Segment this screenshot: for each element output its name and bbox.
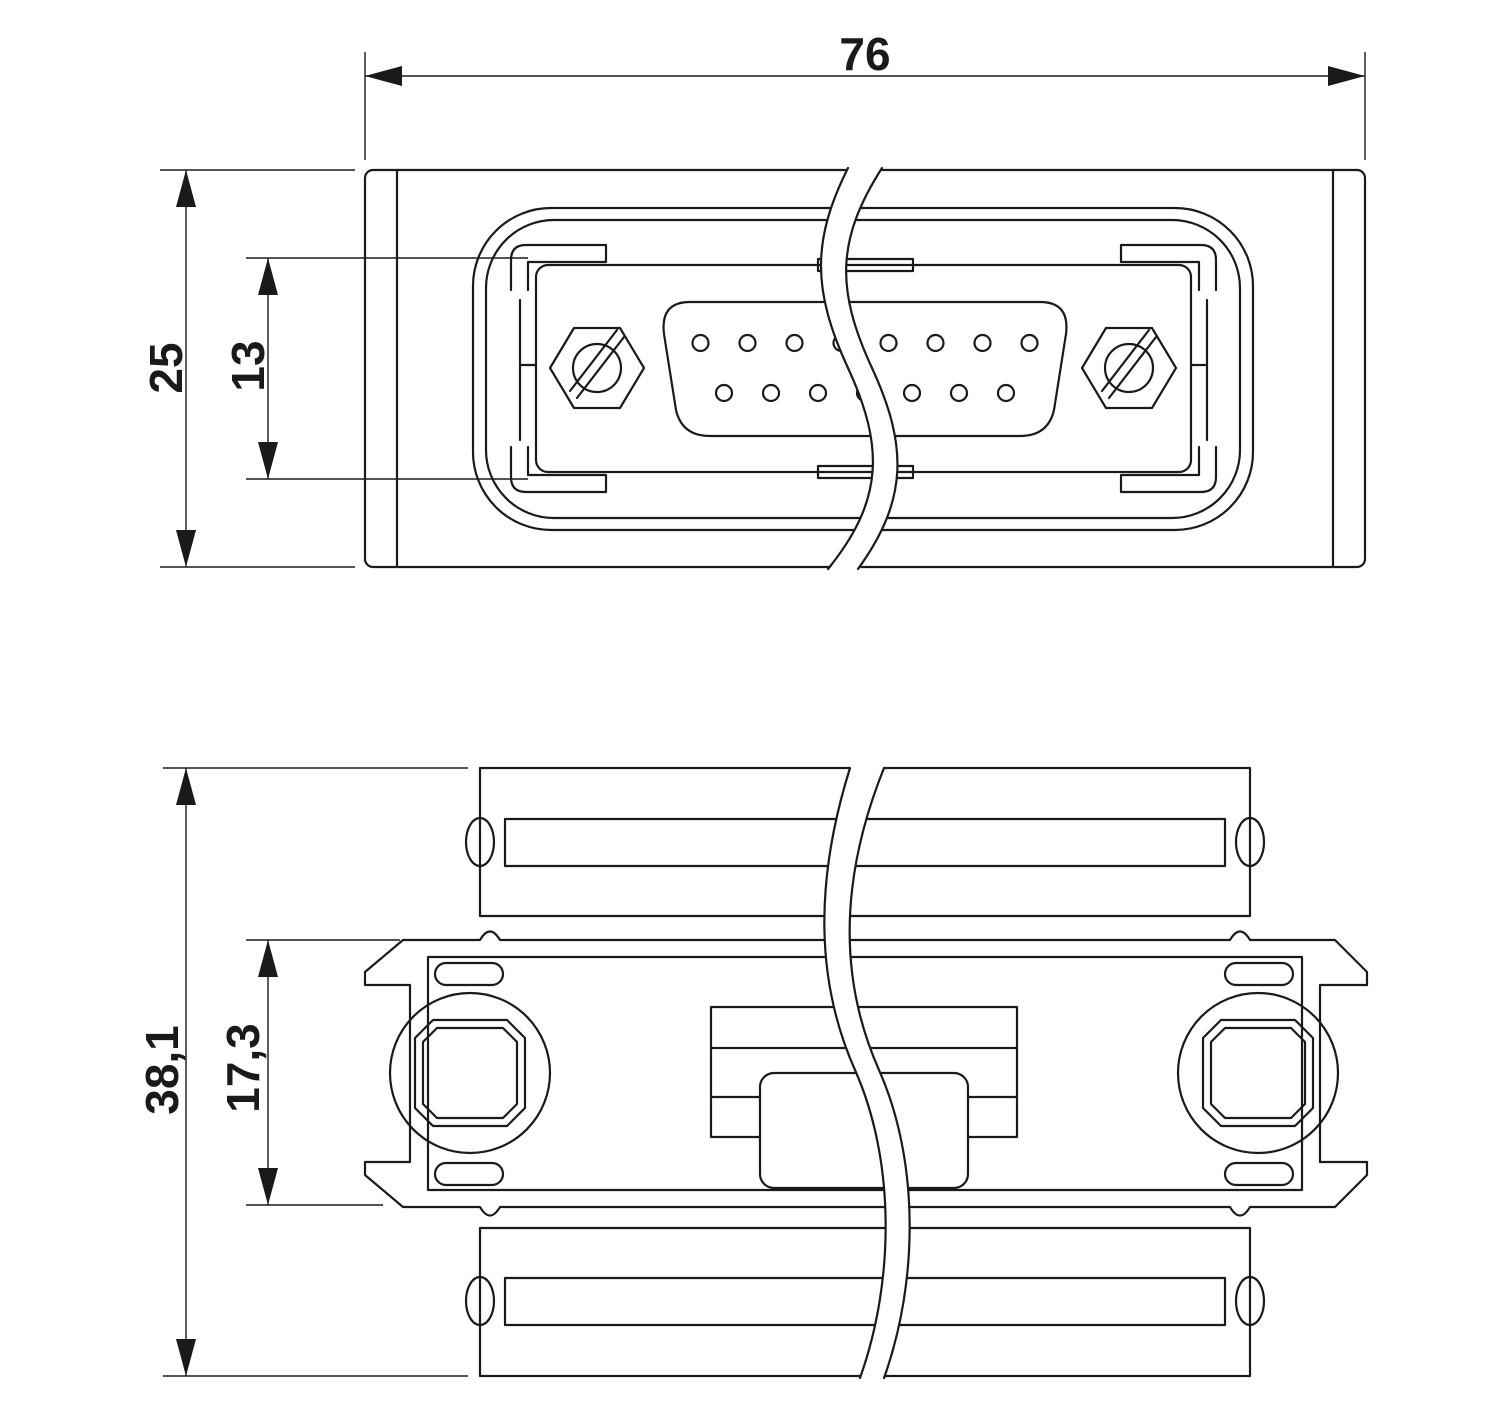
boss-right	[1176, 991, 1340, 1155]
nut-right-inner	[1209, 1026, 1307, 1120]
hex-nut	[1080, 326, 1178, 410]
pin	[691, 333, 710, 353]
bracket-bottom-right	[1119, 445, 1218, 494]
screw-slot-2	[1100, 328, 1151, 393]
break-line-side-2	[848, 766, 911, 1380]
nut-left-outer	[413, 1018, 527, 1128]
pin	[738, 333, 757, 353]
shell-tab-bottom	[816, 464, 915, 480]
slot-top-right	[1223, 961, 1295, 987]
dimension-label-side-inner-height: 17,3	[217, 1023, 269, 1113]
break-line-front-1	[820, 166, 875, 571]
bottom-roller	[503, 1276, 1227, 1327]
arrowhead-bottom	[258, 1168, 278, 1205]
screw-slot-2	[568, 328, 619, 393]
nut-left-inner	[421, 1026, 519, 1120]
hex-screw-left	[548, 326, 646, 410]
bracket-top-right	[1119, 243, 1218, 292]
plate-inner-frame	[426, 955, 1304, 1192]
screw-slot-1	[1107, 335, 1158, 400]
arrowhead-top	[258, 940, 278, 977]
pin	[714, 383, 734, 403]
arrowhead-bottom	[176, 530, 196, 567]
slot-bottom-right	[1223, 1161, 1295, 1187]
arrowhead-right	[1328, 66, 1365, 86]
nut-right-outer	[1201, 1018, 1315, 1128]
pin	[949, 383, 969, 403]
hex-nut	[548, 326, 646, 410]
bottom-roller-cap-right	[1234, 1275, 1266, 1327]
arrowhead-bottom	[258, 442, 278, 479]
pin	[761, 383, 781, 403]
pin	[1020, 333, 1039, 353]
top-roller-cap-left	[464, 816, 496, 868]
d-sub-shell	[662, 300, 1068, 438]
dimension-label-overall-width: 76	[839, 28, 890, 80]
pin	[785, 333, 804, 353]
latch-brackets	[509, 243, 1218, 494]
break-gap-front	[821, 166, 898, 571]
pin	[902, 383, 922, 403]
pin	[808, 383, 828, 403]
bracket-top-left	[509, 243, 608, 292]
bracket-bottom-left	[509, 445, 608, 494]
screw-hole	[571, 342, 623, 394]
dimension-front-height: 25	[140, 169, 355, 568]
arrowhead-top	[176, 170, 196, 207]
boss-left	[388, 991, 552, 1155]
break-line-front-2	[845, 166, 899, 571]
pin	[926, 333, 945, 353]
break-gap-side	[824, 766, 910, 1380]
break-line-side-1	[823, 766, 887, 1380]
arrowhead-top	[176, 768, 196, 805]
arrowhead-left	[365, 66, 402, 86]
screw-slot-1	[575, 335, 626, 400]
dimension-overall-width: 76	[364, 28, 1366, 160]
dimension-side-height: 38,1	[136, 767, 468, 1377]
hex-screw-right	[1080, 326, 1178, 410]
arrowhead-bottom	[176, 1339, 196, 1376]
arrowhead-top	[258, 258, 278, 295]
slot-bottom-left	[433, 1161, 505, 1187]
pin	[996, 383, 1016, 403]
connector-shell	[534, 263, 1193, 474]
bottom-block	[478, 1226, 1252, 1378]
dimension-label-side-height: 38,1	[136, 1025, 188, 1115]
dimension-label-front-height: 25	[140, 342, 192, 393]
pin	[973, 333, 992, 353]
break-lines	[820, 166, 911, 1380]
dimension-side-inner-height: 17,3	[217, 939, 400, 1206]
slot-top-left	[433, 961, 505, 987]
screw-hole	[1103, 342, 1155, 394]
top-roller-cap-right	[1234, 816, 1266, 868]
bottom-roller-cap-left	[464, 1275, 496, 1327]
shell-tab-top	[816, 257, 915, 273]
dimension-connector-height: 13	[222, 257, 528, 480]
dimension-label-connector-height: 13	[222, 340, 274, 391]
pin	[879, 333, 898, 353]
